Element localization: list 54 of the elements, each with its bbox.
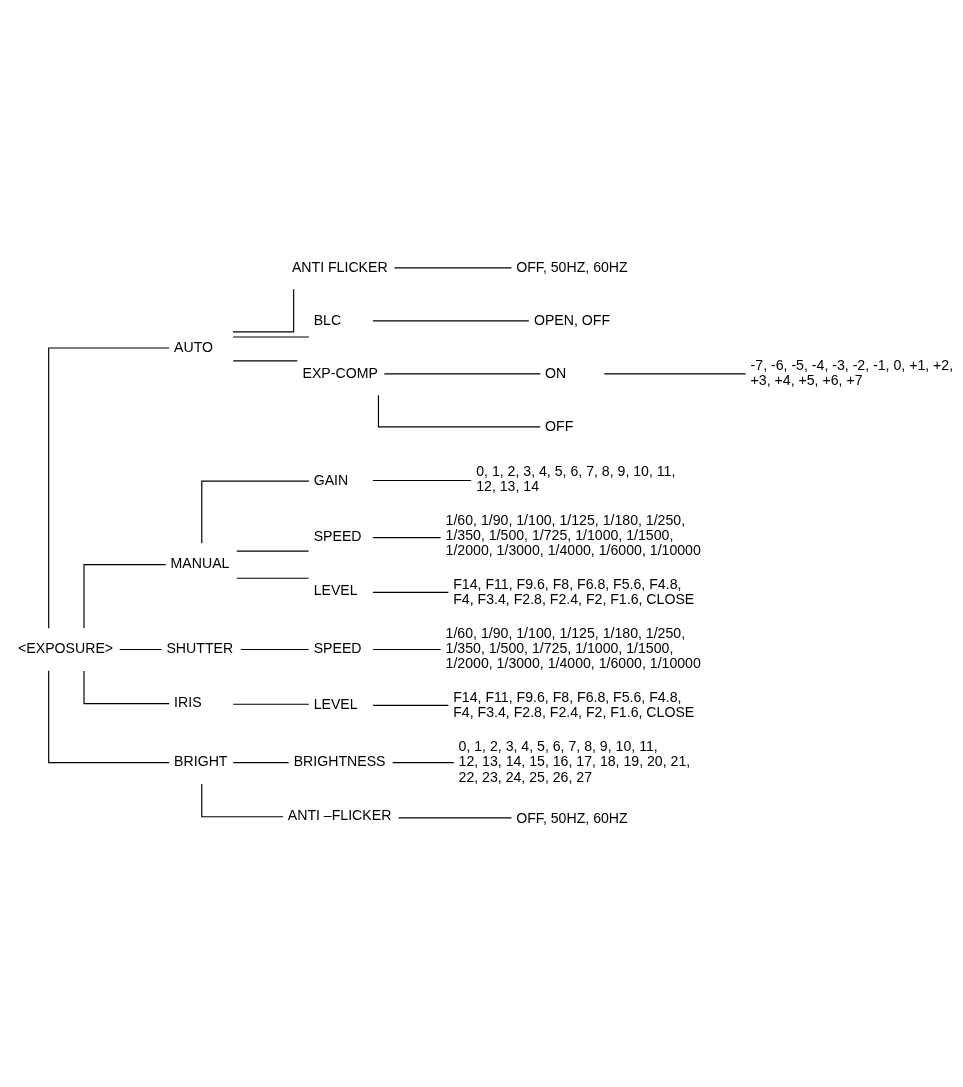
node-text: EXP-COMP [302, 364, 378, 381]
node-text: ON [545, 364, 567, 381]
connector [232, 360, 298, 362]
node-text: ANTI –FLICKER [287, 807, 392, 824]
node-text: MANUAL [170, 555, 230, 572]
connector [372, 591, 449, 593]
connector [383, 373, 541, 375]
node-text: LEVEL [313, 695, 358, 712]
node-text: 0, 1, 2, 3, 4, 5, 6, 7, 8, 9, 10, 11, 12, 13, 14 [476, 462, 676, 495]
node-text: SPEED [313, 528, 362, 545]
node-text: -7, -6, -5, -4, -3, -2, -1, 0, +1, +2, +3, +4, +5, +6, +7 [750, 356, 954, 389]
node-text: F14, F11, F9.6, F8, F6.8, F5.6, F4.8, F4, F3.4, F2.8, F2.4, F2, F1.6, CLOSE [453, 689, 695, 721]
connector [393, 267, 513, 269]
node-text: AUTO [174, 338, 214, 355]
connector [201, 783, 284, 818]
connector [372, 704, 449, 707]
node-text: ANTI FLICKER [291, 258, 388, 275]
connector [119, 648, 163, 651]
node-text: SHUTTER [166, 640, 234, 657]
node-text: OFF, 50HZ, 60HZ [516, 809, 628, 826]
connector [236, 577, 310, 579]
connector [48, 670, 170, 764]
node-text: SPEED [313, 640, 362, 657]
node-text: GAIN [313, 471, 349, 488]
node-text: 0, 1, 2, 3, 4, 5, 6, 7, 8, 9, 10, 11, 12, 13, 14, 15, 16, 17, 18, 19, 20, 21, 22, 23, 24, 25, 26, 27 [458, 737, 691, 785]
connector [240, 648, 310, 651]
node-text: BRIGHTNESS [293, 753, 386, 770]
node-text: 1/60, 1/90, 1/100, 1/125, 1/180, 1/250, 1/350, 1/500, 1/725, 1/1000, 1/1500, 1/2000, 1/3000, 1/4000, 1/6000, 1/10000 [445, 624, 701, 672]
connector [372, 320, 530, 322]
connector [232, 703, 310, 705]
node-text: OPEN, OFF [533, 311, 611, 328]
connector [372, 479, 472, 482]
node-text: LEVEL [313, 582, 358, 599]
connector [83, 670, 170, 705]
node-text: IRIS [174, 694, 202, 711]
connector [372, 537, 442, 539]
connector [83, 564, 167, 629]
connector [232, 761, 290, 764]
node-text: F14, F11, F9.6, F8, F6.8, F5.6, F4.8, F4, F3.4, F2.8, F2.4, F2, F1.6, CLOSE [453, 575, 695, 608]
node-text: OFF [545, 417, 574, 434]
connector [392, 761, 455, 764]
connector [232, 288, 295, 333]
connector [603, 373, 747, 375]
connector [48, 347, 170, 629]
node-text: BRIGHT [174, 753, 228, 770]
connector [377, 394, 541, 428]
node-text: 1/60, 1/90, 1/100, 1/125, 1/180, 1/250, 1/350, 1/500, 1/725, 1/1000, 1/1500, 1/2000, 1/3000, 1/4000, 1/6000, 1/10000 [445, 511, 701, 559]
node-text: BLC [313, 311, 342, 328]
connector [397, 817, 513, 819]
connector [236, 550, 310, 552]
connector [201, 480, 310, 544]
node-text: <EXPOSURE> [18, 640, 114, 657]
node-text: OFF, 50HZ, 60HZ [516, 258, 628, 275]
connector [372, 648, 442, 651]
